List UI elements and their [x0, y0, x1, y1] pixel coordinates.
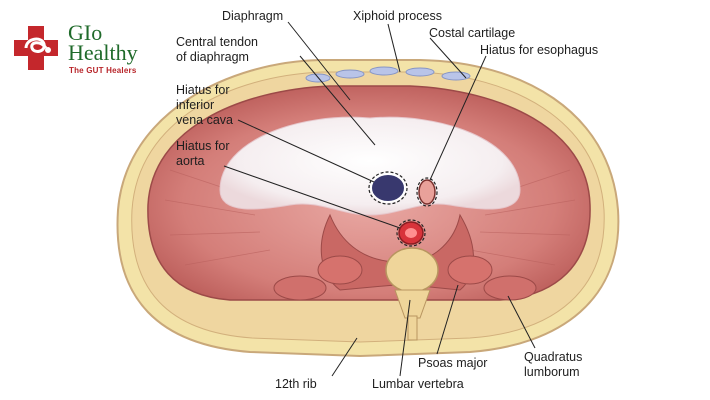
psoas-left	[447, 255, 493, 285]
label-12th-rib: 12th rib	[275, 377, 317, 391]
quadratus-right	[273, 275, 327, 301]
quadratus-left	[483, 275, 537, 301]
logo-name-line-2: Healthy	[68, 40, 138, 65]
label-quadratus-lumborum: Quadratus lumborum	[524, 350, 583, 379]
medical-cross-icon	[14, 26, 58, 70]
esophageal-hiatus	[418, 179, 436, 205]
label-lumbar-vertebra: Lumbar vertebra	[372, 377, 464, 391]
ivc-hiatus	[370, 173, 406, 203]
label-diaphragm: Diaphragm	[222, 9, 284, 23]
vertebral-body	[385, 247, 439, 293]
logo-name-line-1: GIo	[68, 20, 103, 45]
label-hiatus-ivc: Hiatus for inferior vena cava	[176, 83, 233, 127]
vertebral-arch	[394, 289, 431, 319]
label-psoas-major: Psoas major	[418, 356, 488, 370]
label-hiatus-esophagus: Hiatus for esophagus	[480, 43, 599, 57]
leader-lines	[223, 21, 536, 377]
spinous-process	[407, 315, 418, 341]
label-costal-cartilage: Costal cartilage	[429, 26, 516, 40]
psoas-right	[317, 255, 363, 285]
logo-tagline: The GUT Healers	[69, 66, 137, 75]
brand-logo: GIo Healthy The GUT Healers	[12, 20, 152, 80]
label-xiphoid-process: Xiphoid process	[353, 9, 442, 23]
label-hiatus-aorta: Hiatus for aorta	[176, 139, 230, 168]
label-central-tendon: Central tendon of diaphragm	[176, 35, 259, 64]
